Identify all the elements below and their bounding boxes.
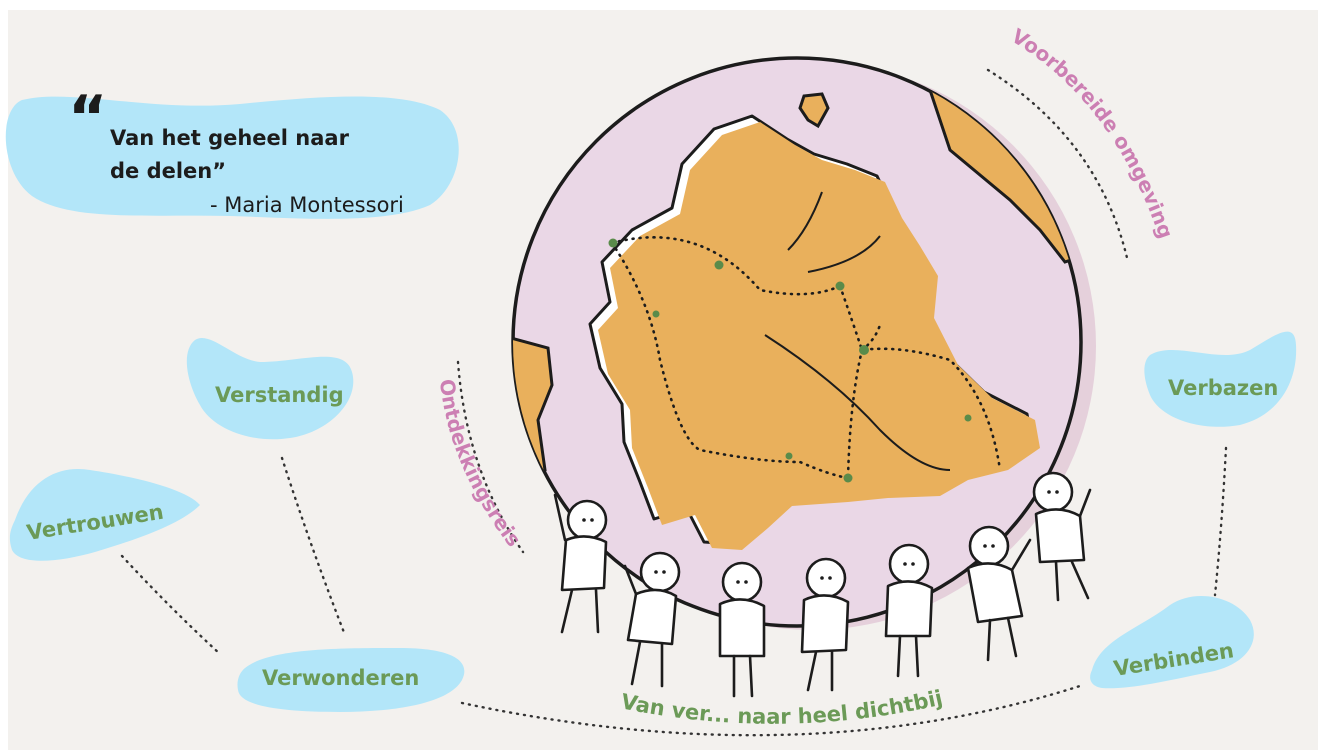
quote-line-1: Van het geheel naar (110, 126, 350, 150)
quote-blob (5, 96, 459, 219)
blob-verstandig (186, 337, 354, 440)
globe-illustration (511, 56, 1096, 630)
label-verstandig: Verstandig (215, 383, 344, 407)
map-routes (610, 236, 1002, 480)
blob-vertrouwen (9, 468, 200, 561)
dotted-connectors (120, 68, 1228, 737)
province-map (598, 122, 1040, 550)
river-3 (764, 334, 951, 471)
route-3 (838, 284, 1002, 472)
person-2 (623, 551, 681, 688)
blob-verbinden (1090, 595, 1254, 689)
land-left (513, 333, 554, 482)
person-6 (966, 525, 1032, 662)
route-2 (610, 241, 850, 480)
blob-verbazen (1144, 331, 1297, 427)
quote-mark: “ (68, 83, 107, 153)
person-4 (800, 557, 850, 692)
connector-verstandig (280, 456, 347, 637)
map-dots (608, 238, 972, 483)
person-3 (718, 561, 766, 698)
connector-vertrouwen (120, 554, 222, 656)
quote-line-2: de delen” (110, 159, 226, 183)
person-7 (1032, 471, 1092, 602)
label-verbazen: Verbazen (1168, 376, 1278, 400)
quote-bubble: “ Van het geheel naar de delen” - Maria … (5, 83, 459, 219)
river-2 (807, 235, 881, 273)
person-1 (553, 493, 608, 634)
people-figures (553, 471, 1092, 698)
person-5 (884, 543, 934, 678)
label-verwonderen: Verwonderen (262, 666, 419, 690)
river-1 (787, 191, 823, 251)
land-island (798, 92, 830, 129)
map-rivers (764, 191, 951, 471)
blob-verwonderen (237, 648, 465, 712)
route-4 (846, 348, 864, 480)
quote-author: - Maria Montessori (210, 193, 404, 217)
route-5 (860, 323, 882, 352)
